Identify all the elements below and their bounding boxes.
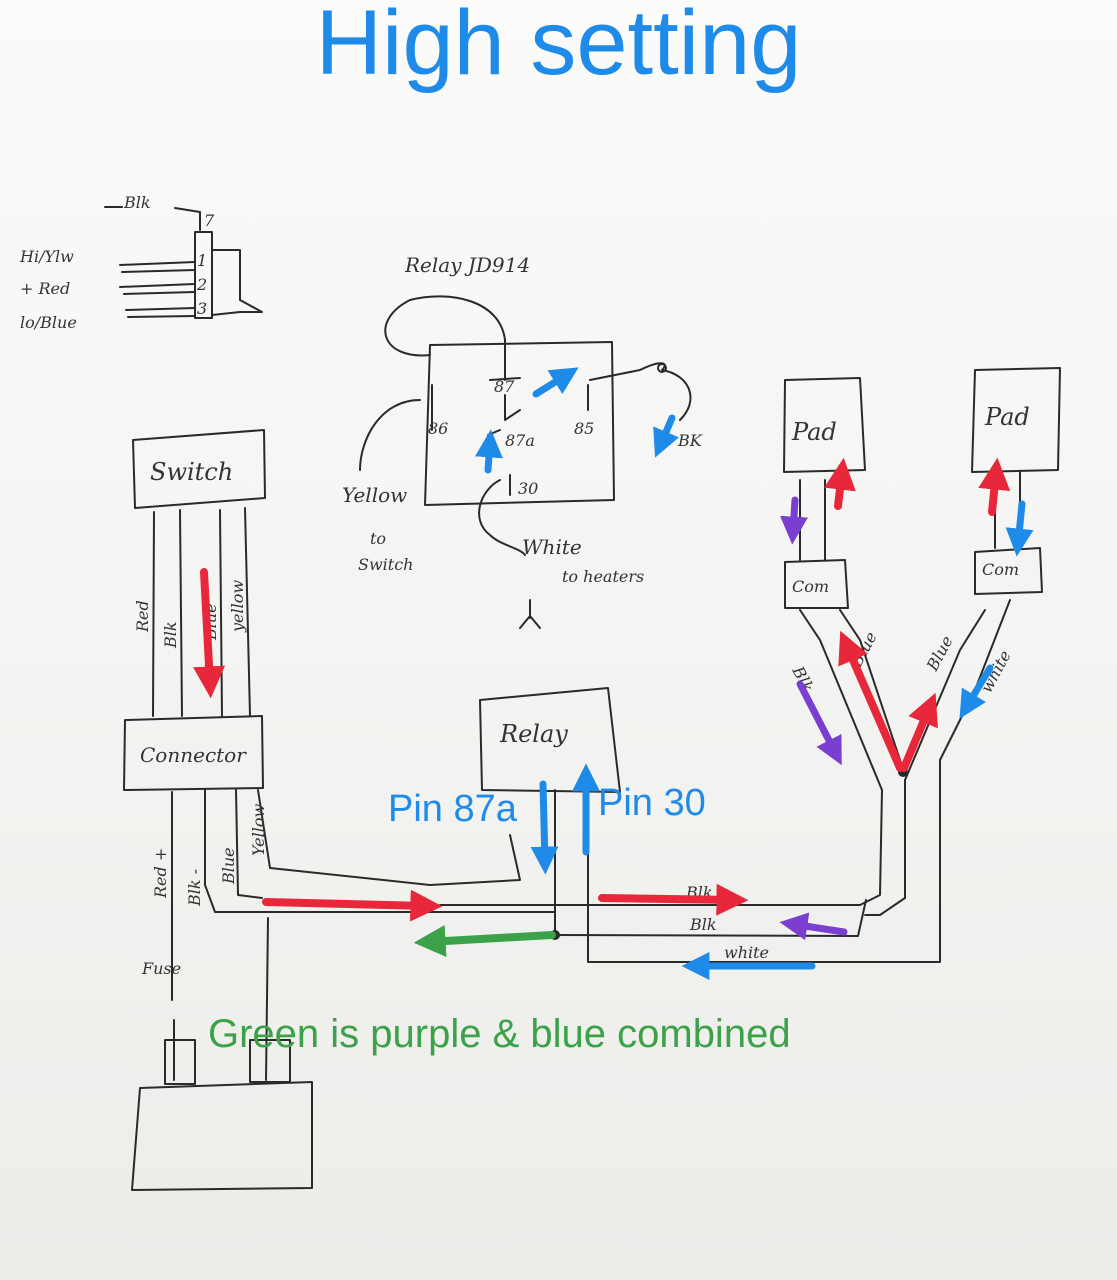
connector-label: Connector xyxy=(140,743,247,767)
pinout-pin1-label: 1 xyxy=(197,251,207,270)
ink-sketch xyxy=(104,206,1061,1191)
lower-yellow-wire-label: Yellow xyxy=(249,803,268,856)
pad-box-right-outline xyxy=(971,367,1061,473)
pinout-pin2-label: 2 xyxy=(196,275,207,294)
relay-pin87-label: 87 xyxy=(494,377,515,396)
lower-blk-wire-label: Blk - xyxy=(185,869,204,907)
blue-arrow-relay-detail-87a xyxy=(474,429,503,474)
relay-pin86-label: 86 xyxy=(428,419,448,438)
pad-left-label: Pad xyxy=(791,418,837,446)
pinout-hi-ylw-label: Hi/Ylw xyxy=(19,247,74,266)
upper-blk-wire-label: Blk xyxy=(161,621,180,649)
pinout-blk-label: Blk xyxy=(123,193,151,212)
blue-arrow-pin87a-down xyxy=(530,780,559,875)
pin-30-label: Pin 30 xyxy=(598,782,706,824)
diagram-title: High setting xyxy=(315,0,802,94)
relay-to-label: to xyxy=(370,529,386,548)
pinout-pin3-label: 3 xyxy=(197,299,207,318)
red-arrow-left-pad xyxy=(824,457,856,510)
blue-arrow-right-pad-down xyxy=(1005,500,1034,557)
current-flow-arrows xyxy=(193,367,1034,980)
bottom-white-label: white xyxy=(724,943,769,962)
relay-detail-sketch xyxy=(359,295,692,629)
pinout-blue-label: lo/Blue xyxy=(20,313,77,332)
purple-arrow-harness-down xyxy=(796,680,842,766)
switch-label: Switch xyxy=(150,458,233,486)
blue-arrow-white-down xyxy=(959,664,994,719)
red-arrow-switch-down xyxy=(193,568,226,699)
bottom-blk-label-2: Blk xyxy=(689,915,717,934)
relay-yellow-label: Yellow xyxy=(342,483,407,507)
pinout-pin7-label: 7 xyxy=(204,211,215,230)
green-arrow-combined-return xyxy=(413,925,556,957)
red-arrow-connector-right xyxy=(262,889,443,922)
handwritten-labels: Blk 7 Hi/Ylw + Red lo/Blue 1 2 3 Relay J… xyxy=(19,193,1030,978)
upper-yellow-wire-label: yellow xyxy=(228,580,247,633)
relay-pin87a-label: 87a xyxy=(505,431,535,450)
relay-label: Relay xyxy=(499,720,568,748)
lower-blue-wire-label: Blue xyxy=(219,847,238,885)
red-arrow-to-left-com xyxy=(838,630,904,772)
com-right-label: Com xyxy=(982,560,1019,579)
relay-white-label: White xyxy=(522,535,582,559)
relay-detail-title: Relay JD914 xyxy=(404,253,530,277)
green-combined-note: Green is purple & blue combined xyxy=(208,1012,791,1056)
relay-box-outline xyxy=(479,687,621,793)
pad-right-label: Pad xyxy=(984,403,1030,431)
battery-box-outline xyxy=(131,1081,313,1191)
com-left-label: Com xyxy=(792,577,829,596)
relay-pin30-label: 30 xyxy=(518,479,538,498)
red-arrow-relay-right xyxy=(598,883,749,916)
blue-arrow-relay-detail-bk xyxy=(653,414,679,458)
pin-87a-label: Pin 87a xyxy=(388,788,517,830)
red-arrow-right-pad xyxy=(978,457,1011,516)
relay-switch-label: Switch xyxy=(358,555,413,574)
switch-box-outline xyxy=(132,429,266,509)
relay-pin85-label: 85 xyxy=(574,419,594,438)
connector-box-outline xyxy=(123,715,264,791)
blue-arrow-relay-detail-87 xyxy=(532,367,579,398)
purple-arrow-bottom-left xyxy=(779,912,848,941)
pinout-red-label: + Red xyxy=(20,279,70,298)
pad-box-left-outline xyxy=(783,377,866,473)
connector-pinout-sketch xyxy=(104,206,263,319)
lower-red-wire-label: Red + xyxy=(151,848,170,899)
relay-to-heaters-label: to heaters xyxy=(562,567,644,586)
upper-red-wire-label: Red xyxy=(133,600,152,633)
fuse-label: Fuse xyxy=(141,959,181,978)
red-arrow-to-right-com xyxy=(900,692,938,772)
purple-arrow-left-pad-down xyxy=(779,496,808,545)
relay-bk-label: BK xyxy=(677,431,703,450)
